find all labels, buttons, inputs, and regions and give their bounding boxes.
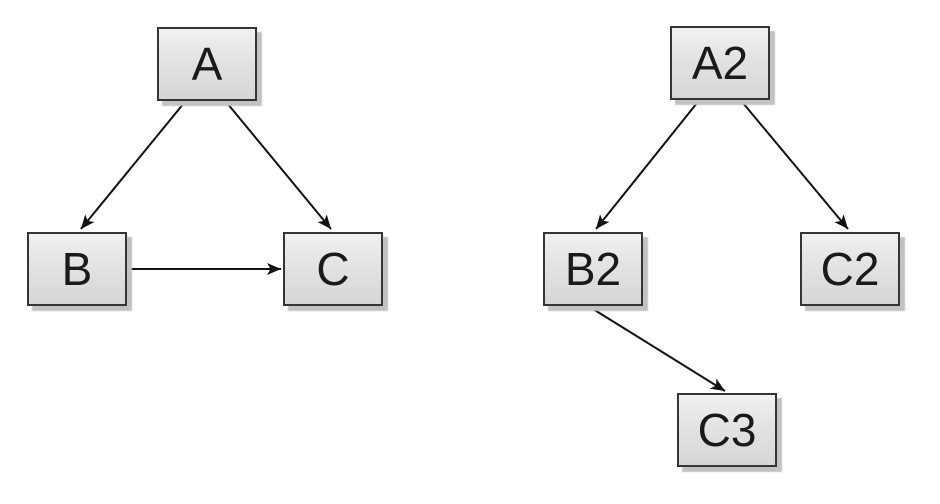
edge-A-to-C-arrow — [226, 102, 332, 230]
edge-A2-to-B2-arrow — [595, 102, 698, 230]
node-A2-label: A2 — [691, 37, 749, 89]
node-C2-label: C2 — [820, 243, 880, 295]
node-C-label: C — [316, 243, 350, 295]
edge-A-to-B-arrow — [80, 102, 185, 230]
edge-A2-to-C2-arrow — [742, 102, 849, 230]
node-A2: A2 — [670, 26, 770, 100]
node-B2: B2 — [543, 232, 643, 306]
node-A: A — [157, 27, 257, 101]
node-C: C — [283, 232, 383, 306]
node-C3-label: C3 — [697, 404, 757, 456]
node-B-label: B — [61, 243, 93, 295]
node-C2: C2 — [800, 232, 900, 306]
node-B: B — [27, 232, 127, 306]
node-B2-label: B2 — [564, 243, 622, 295]
edge-B2-to-C3-arrow — [592, 308, 726, 392]
node-C3: C3 — [677, 393, 777, 467]
node-A-label: A — [191, 38, 223, 90]
